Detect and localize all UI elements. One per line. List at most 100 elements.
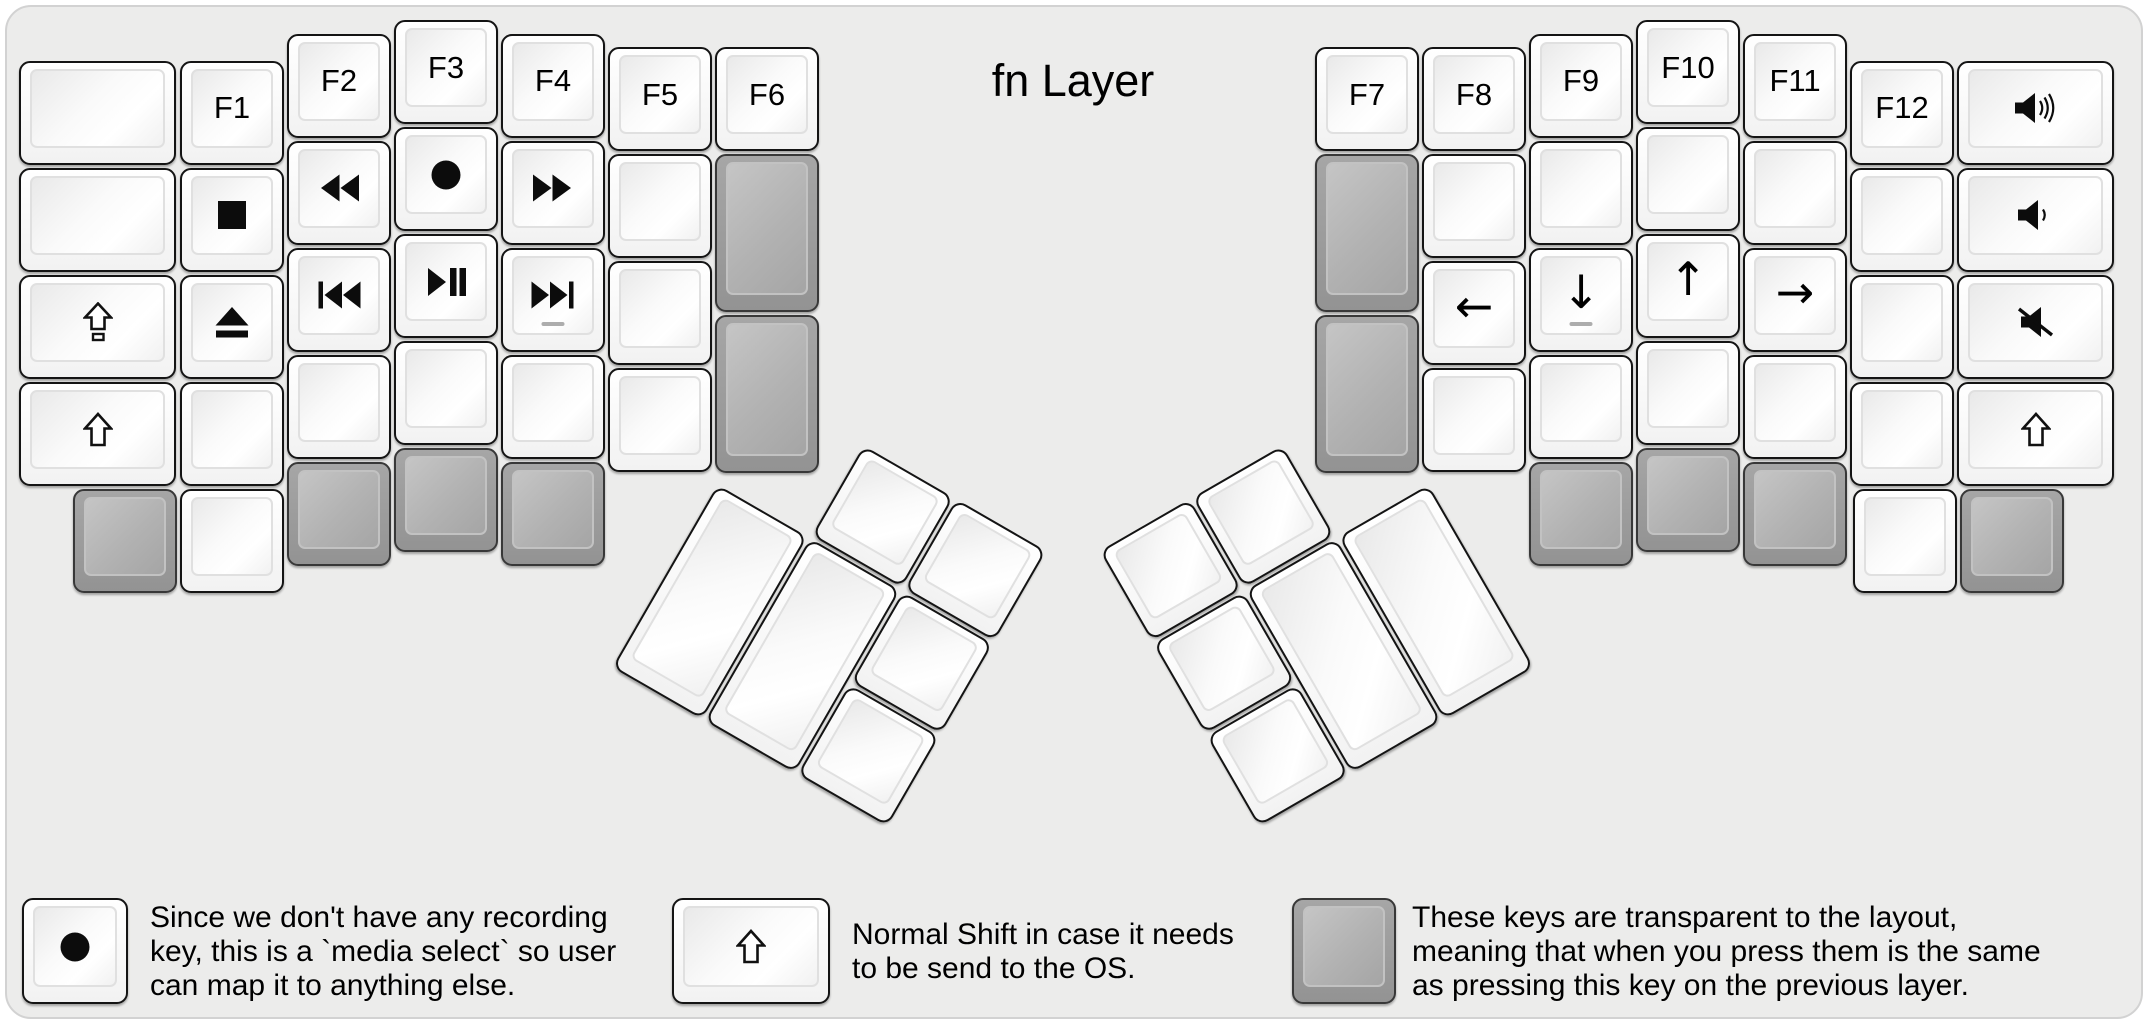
key-blank[interactable]: [180, 488, 284, 593]
key-rewind[interactable]: [287, 140, 391, 245]
key-mute[interactable]: [1957, 274, 2114, 379]
key-arrow-up[interactable]: ↑: [1636, 234, 1740, 338]
keycap-face: F9: [1540, 41, 1622, 121]
keycap-face: [619, 162, 701, 241]
keycap-face: [922, 510, 1033, 621]
key-caps-lock[interactable]: [19, 274, 176, 379]
key-f11[interactable]: F11: [1743, 33, 1847, 138]
keycap-face: ↓: [1540, 255, 1622, 335]
legend-line: Since we don't have any recording: [150, 901, 608, 934]
legend-line: These keys are transparent to the layout…: [1412, 901, 1958, 934]
key-transparent[interactable]: [501, 461, 605, 566]
keycap-face: [1540, 469, 1622, 549]
keycap-face: [829, 457, 941, 567]
shift-icon: [2020, 411, 2051, 447]
key-blank[interactable]: [180, 381, 284, 486]
key-shift-left[interactable]: [19, 381, 176, 486]
key-label: ↑: [1668, 251, 1708, 306]
key-transparent[interactable]: [1636, 448, 1740, 552]
keycap-face: [1861, 389, 1943, 469]
key-blank[interactable]: [19, 60, 176, 165]
next-track-icon: [530, 280, 576, 310]
key-f8[interactable]: F8: [1422, 47, 1526, 151]
key-blank[interactable]: [1529, 354, 1633, 459]
key-blank[interactable]: [287, 354, 391, 459]
key-blank[interactable]: [608, 368, 712, 472]
shift-icon: [736, 929, 766, 964]
key-volume-down[interactable]: [1957, 167, 2114, 272]
key-blank[interactable]: [1743, 354, 1847, 459]
key-blank[interactable]: [1636, 127, 1740, 231]
key-f9[interactable]: F9: [1529, 33, 1633, 138]
volume-down-icon: [2011, 197, 2061, 233]
key-f3[interactable]: F3: [394, 20, 498, 124]
keycap-face: [1754, 362, 1836, 442]
key-blank[interactable]: [608, 261, 712, 365]
key-eject[interactable]: [180, 274, 284, 379]
keycap-face: [298, 362, 380, 442]
key-blank[interactable]: [394, 341, 498, 445]
keycap-face: [33, 906, 117, 987]
key-stop[interactable]: [180, 167, 284, 272]
key-blank[interactable]: [501, 354, 605, 459]
key-blank[interactable]: [1850, 167, 1954, 272]
keycap-face: [726, 162, 808, 295]
key-blank[interactable]: [19, 167, 176, 272]
key-blank[interactable]: [1743, 140, 1847, 245]
key-blank[interactable]: [1529, 140, 1633, 245]
key-transparent[interactable]: [1743, 461, 1847, 566]
key-blank[interactable]: [1636, 341, 1740, 445]
key-transparent[interactable]: [1960, 488, 2064, 593]
keycap-face: [191, 496, 273, 576]
keycap-face: [191, 389, 273, 469]
key-blank[interactable]: [1853, 488, 1957, 593]
key-arrow-right[interactable]: →: [1743, 247, 1847, 352]
key-arrow-down[interactable]: ↓: [1529, 247, 1633, 352]
key-prev-track[interactable]: [287, 247, 391, 352]
mute-icon: [2013, 304, 2059, 340]
key-f10[interactable]: F10: [1636, 20, 1740, 124]
key-f1[interactable]: F1: [180, 60, 284, 165]
key-transparent[interactable]: [715, 314, 819, 473]
key-fast-forward[interactable]: [501, 140, 605, 245]
keycap-face: [405, 349, 487, 428]
key-blank[interactable]: [1422, 154, 1526, 258]
keycap-face: [1326, 322, 1408, 456]
key-blank[interactable]: [1850, 381, 1954, 486]
keycap-face: [512, 362, 594, 442]
key-transparent[interactable]: [287, 461, 391, 566]
key-shift-right[interactable]: [1957, 381, 2114, 486]
eject-icon: [212, 306, 252, 339]
keycap-face: ↑: [1647, 242, 1729, 321]
key-blank[interactable]: [1422, 368, 1526, 472]
key-transparent[interactable]: [715, 154, 819, 312]
key-volume-up[interactable]: [1957, 60, 2114, 165]
key-next-track[interactable]: [501, 247, 605, 352]
key-blank[interactable]: [608, 154, 712, 258]
legend-line: Normal Shift in case it needs: [852, 918, 1234, 951]
key-f2[interactable]: F2: [287, 33, 391, 138]
keycap-face: [30, 282, 165, 362]
key-f5[interactable]: F5: [608, 47, 712, 151]
key-blank[interactable]: [1850, 274, 1954, 379]
key-f12[interactable]: F12: [1850, 60, 1954, 165]
fast-forward-icon: [531, 173, 575, 203]
key-label: F4: [534, 63, 572, 98]
shift-icon: [82, 411, 113, 447]
key-transparent[interactable]: [1315, 314, 1419, 473]
key-f4[interactable]: F4: [501, 33, 605, 138]
key-label: F12: [1875, 90, 1929, 125]
key-transparent[interactable]: [1315, 154, 1419, 312]
key-transparent[interactable]: [394, 448, 498, 552]
key-record[interactable]: [394, 127, 498, 231]
key-transparent[interactable]: [73, 488, 177, 593]
keycap-face: [512, 469, 594, 549]
legend-line: to be send to the OS.: [852, 952, 1136, 985]
key-f6[interactable]: F6: [715, 47, 819, 151]
key-transparent[interactable]: [1529, 461, 1633, 566]
keycap-face: [298, 255, 380, 335]
key-play-pause[interactable]: [394, 234, 498, 338]
key-arrow-left[interactable]: ←: [1422, 261, 1526, 365]
key-f7[interactable]: F7: [1315, 47, 1419, 151]
